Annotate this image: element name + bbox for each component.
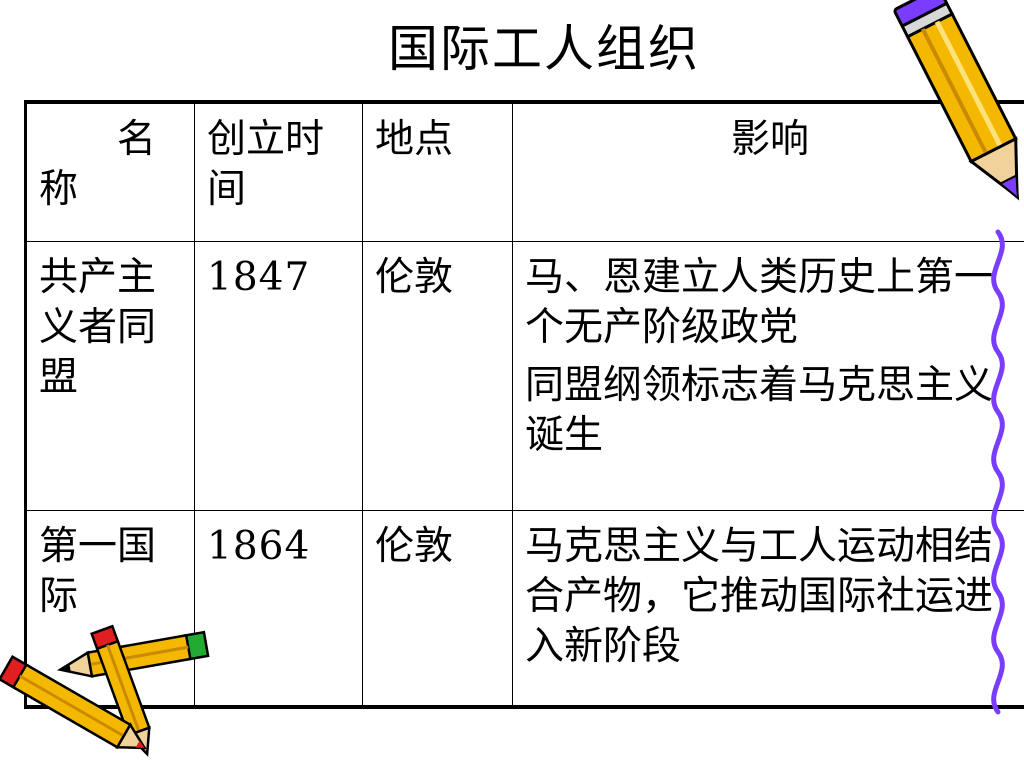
slide-title: 国际工人组织 [388, 20, 700, 78]
header-founded: 创立时间 [194, 102, 363, 242]
cell-year: 1864 [194, 510, 363, 707]
cell-impact: 马克思主义与工人运动相结合产物，它推动国际社运进入新阶段 [512, 510, 1024, 707]
cell-impact: 马、恩建立人类历史上第一个无产阶级政党 同盟纲领标志着马克思主义诞生 [512, 241, 1024, 511]
table-row: 第一国际 1864 伦敦 马克思主义与工人运动相结合产物，它推动国际社运进入新阶… [24, 510, 1024, 707]
cell-name: 第一国际 [24, 510, 195, 707]
organizations-table: 名称 创立时间 地点 影响 共产主义者同盟 1847 伦敦 马、恩建立人类历史上… [24, 100, 1024, 709]
header-name: 名称 [24, 102, 195, 242]
impact-paragraph: 同盟纲领标志着马克思主义诞生 [525, 363, 994, 458]
table-row: 共产主义者同盟 1847 伦敦 马、恩建立人类历史上第一个无产阶级政党 同盟纲领… [24, 241, 1024, 511]
cell-place: 伦敦 [362, 241, 513, 511]
cell-place: 伦敦 [362, 510, 513, 707]
header-place: 地点 [362, 102, 513, 242]
cell-year: 1847 [194, 241, 363, 511]
impact-paragraph: 马、恩建立人类历史上第一个无产阶级政党 [525, 255, 994, 350]
impact-paragraph: 马克思主义与工人运动相结合产物，它推动国际社运进入新阶段 [525, 524, 994, 669]
table-header-row: 名称 创立时间 地点 影响 [24, 102, 1024, 242]
header-impact: 影响 [512, 102, 1024, 242]
cell-name: 共产主义者同盟 [24, 241, 195, 511]
